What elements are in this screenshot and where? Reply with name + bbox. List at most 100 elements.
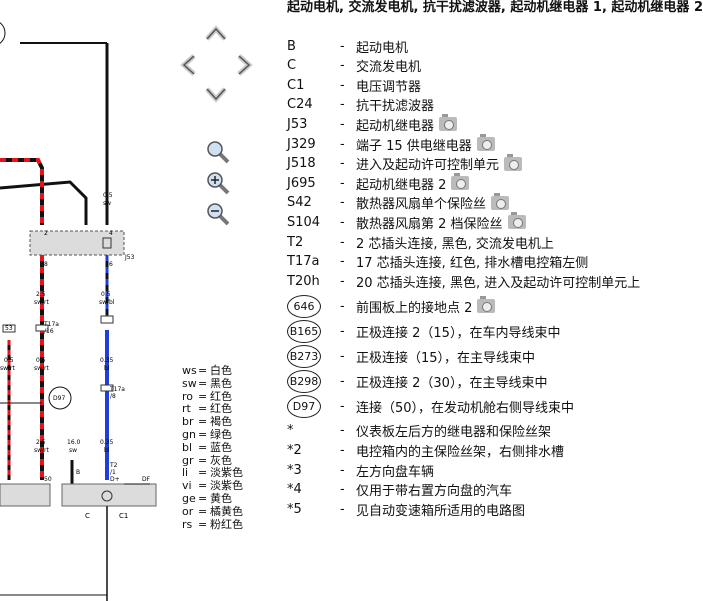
color-eq: = — [198, 517, 208, 531]
color-name: 淡紫色 — [210, 479, 243, 493]
color-key-row: bl=蓝色 — [182, 440, 243, 455]
camera-icon[interactable] — [504, 153, 523, 171]
color-name: 黑色 — [210, 376, 232, 390]
connector-t17a-8 — [100, 384, 114, 392]
legend-dash: - — [340, 234, 345, 250]
legend-dash: - — [340, 97, 345, 113]
legend-dash: - — [340, 58, 345, 74]
color-key-row: ro=红色 — [182, 389, 243, 404]
wire-label: 0.35 — [100, 357, 114, 364]
pin-label: T2 — [109, 462, 118, 469]
note-code: *4 — [287, 482, 302, 498]
color-eq: = — [198, 440, 208, 454]
legend-desc: 仅用于带右置方向盘的汽车 — [356, 484, 513, 500]
legend-desc: 左方向盘车辆 — [356, 464, 435, 480]
color-code: gn — [182, 427, 196, 441]
color-name: 橘黄色 — [210, 504, 243, 518]
color-code: sw — [182, 376, 197, 390]
legend-code: J53 — [287, 116, 308, 132]
legend-desc: 起动机继电器 2 — [356, 173, 470, 193]
color-code: vi — [182, 479, 192, 493]
wiring-diagram: 0.5 sw 2.5 sw/rt 0.5 sw/bl 0.5 sw/rt 0.5… — [0, 22, 157, 601]
color-eq: = — [198, 491, 208, 505]
color-name: 绿色 — [210, 427, 232, 441]
legend-dash: - — [340, 348, 345, 364]
legend-dash: - — [340, 77, 345, 93]
legend-dash: - — [340, 214, 345, 230]
zoom-in-icon[interactable] — [205, 170, 231, 196]
wire-label: sw — [103, 200, 111, 207]
color-key-row: rt=红色 — [182, 403, 243, 416]
relay-j53-box — [29, 230, 125, 256]
camera-icon[interactable] — [439, 114, 458, 132]
legend-code: S42 — [287, 195, 312, 211]
junction-d97 — [48, 386, 72, 410]
legend-desc-text: 起动电机 — [356, 40, 409, 56]
wire-label: bl — [104, 365, 110, 372]
camera-icon[interactable] — [476, 134, 495, 151]
camera-icon[interactable] — [491, 192, 510, 210]
color-code: rt — [182, 402, 191, 416]
color-code: or — [182, 504, 194, 518]
legend-desc-text: 正极连接（15），在主导线束中 — [356, 350, 536, 366]
component-b-box — [0, 483, 51, 507]
camera-icon[interactable] — [451, 173, 470, 191]
color-name: 蓝色 — [210, 440, 232, 454]
pin-label: 50 — [44, 476, 52, 483]
color-key-row: gr=灰色 — [182, 453, 243, 468]
camera-icon[interactable] — [477, 296, 496, 314]
wire-label: 2.5 — [36, 291, 46, 298]
wire-sw-top — [0, 180, 88, 225]
zoom-out-icon[interactable] — [205, 201, 231, 227]
wire-label: bl — [104, 447, 110, 454]
legend-dash: - — [340, 254, 345, 270]
up-arrow-icon[interactable] — [204, 24, 228, 42]
legend-desc: 散热器风扇第 2 档保险丝 — [356, 212, 526, 232]
legend-code: T20h — [287, 273, 320, 289]
color-eq: = — [198, 504, 208, 518]
color-eq: = — [198, 364, 208, 377]
legend-desc-text: 进入及起动许可控制单元 — [356, 158, 500, 174]
legend-desc-text: 20 芯插头连接, 黑色, 进入及起动许可控制单元上 — [356, 275, 641, 291]
wire-label: sw/rt — [34, 447, 50, 454]
color-key-row: li=淡紫色 — [182, 467, 243, 480]
left-arrow-icon[interactable] — [179, 53, 197, 77]
legend-desc-text: 抗干扰滤波器 — [356, 99, 435, 115]
legend-desc-text: 前围板上的接地点 2 — [356, 300, 473, 316]
color-code: ro — [182, 389, 194, 403]
color-eq: = — [198, 389, 208, 403]
legend-dash: - — [340, 482, 345, 498]
note-code: *5 — [287, 501, 302, 517]
legend-code: C1 — [287, 77, 305, 93]
note-code: *2 — [287, 442, 302, 458]
pin-label: 2 — [44, 230, 48, 237]
wire-label: sw — [69, 447, 77, 454]
color-name: 淡紫色 — [210, 466, 243, 480]
alternator-symbol — [101, 490, 113, 502]
right-arrow-icon[interactable] — [236, 53, 254, 77]
color-name: 灰色 — [210, 453, 232, 467]
pin-label: /1 — [110, 469, 116, 476]
connector-t17a-16 — [35, 324, 49, 332]
legend-dash: - — [340, 38, 345, 54]
color-key-row: br=褐色 — [182, 415, 243, 429]
legend-dash: - — [340, 323, 345, 339]
color-name: 黄色 — [210, 491, 232, 505]
legend-desc-text: 散热器风扇单个保险丝 — [356, 197, 487, 213]
legend-desc-text: 正极连接 2（30），在主导线束中 — [356, 375, 548, 391]
color-code: br — [182, 415, 194, 429]
wire-rt-top-dash — [0, 158, 44, 225]
wire-label: 0.5 — [103, 192, 113, 199]
legend-dash: - — [340, 398, 345, 414]
legend-dash: - — [340, 298, 345, 314]
down-arrow-icon[interactable] — [204, 86, 228, 104]
legend-code: S104 — [287, 214, 321, 230]
camera-icon[interactable] — [507, 212, 526, 230]
legend-desc: 交流发电机 — [356, 56, 421, 75]
color-code: gr — [182, 453, 194, 467]
zoom-icon[interactable] — [205, 139, 231, 165]
legend-desc: 2 芯插头连接, 黑色, 交流发电机上 — [356, 233, 554, 252]
pin-label: 8 — [44, 261, 48, 268]
legend-desc: 进入及起动许可控制单元 — [356, 153, 523, 174]
color-eq: = — [198, 479, 208, 493]
